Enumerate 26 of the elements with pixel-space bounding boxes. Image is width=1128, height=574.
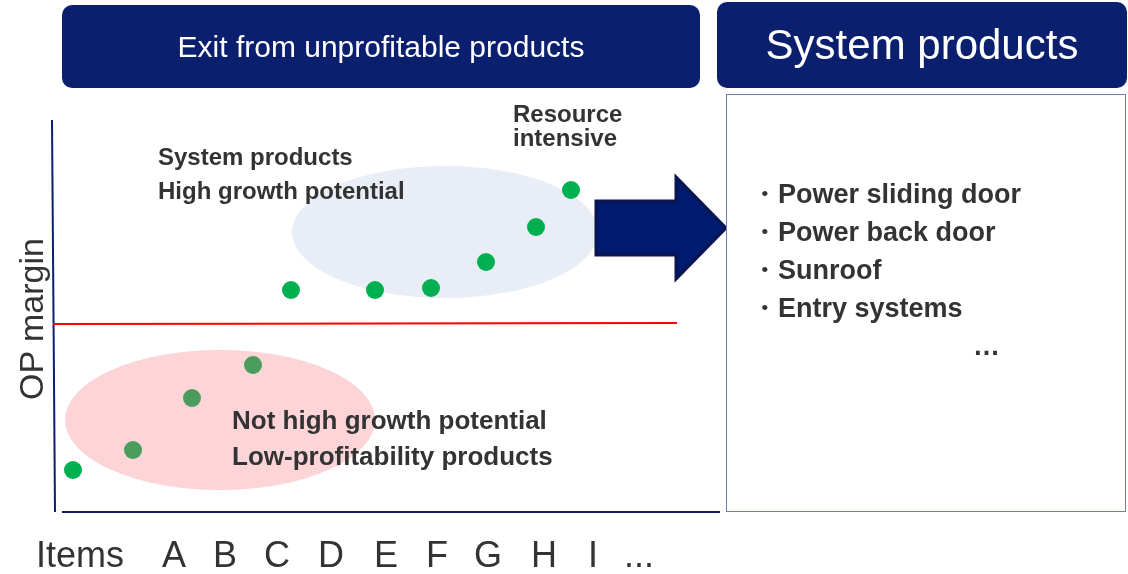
block-arrow <box>594 173 729 283</box>
axis-category: B <box>213 534 237 574</box>
annotation-text: Low-profitability products <box>232 442 553 472</box>
axis-category: G <box>474 534 502 574</box>
annotation-text: Resource intensive <box>513 102 624 150</box>
list-item: ・Power sliding door <box>751 178 1021 211</box>
axis-category: E <box>374 534 398 574</box>
axis-category: ... <box>624 534 654 574</box>
list-item: ・Entry systems <box>751 292 963 325</box>
axis-category: A <box>162 534 186 574</box>
axis-title: OP margin <box>12 238 51 400</box>
list-item: ・Power back door <box>751 216 996 249</box>
axis-category: D <box>318 534 344 574</box>
title-banner: System products <box>717 2 1127 88</box>
annotation-text: High growth potential <box>158 177 405 205</box>
axis-category: I <box>588 534 598 574</box>
annotation-text: System products <box>158 143 353 171</box>
annotation-text: Not high growth potential <box>232 406 547 436</box>
list-item: … <box>973 330 1000 363</box>
product-list-box <box>726 94 1126 512</box>
list-item: ・Sunroof <box>751 254 882 287</box>
title-banner: Exit from unprofitable products <box>62 5 700 88</box>
axis-category: F <box>426 534 448 574</box>
axis-category: C <box>264 534 290 574</box>
axis-category: Items <box>36 534 124 574</box>
axis-category: H <box>531 534 557 574</box>
